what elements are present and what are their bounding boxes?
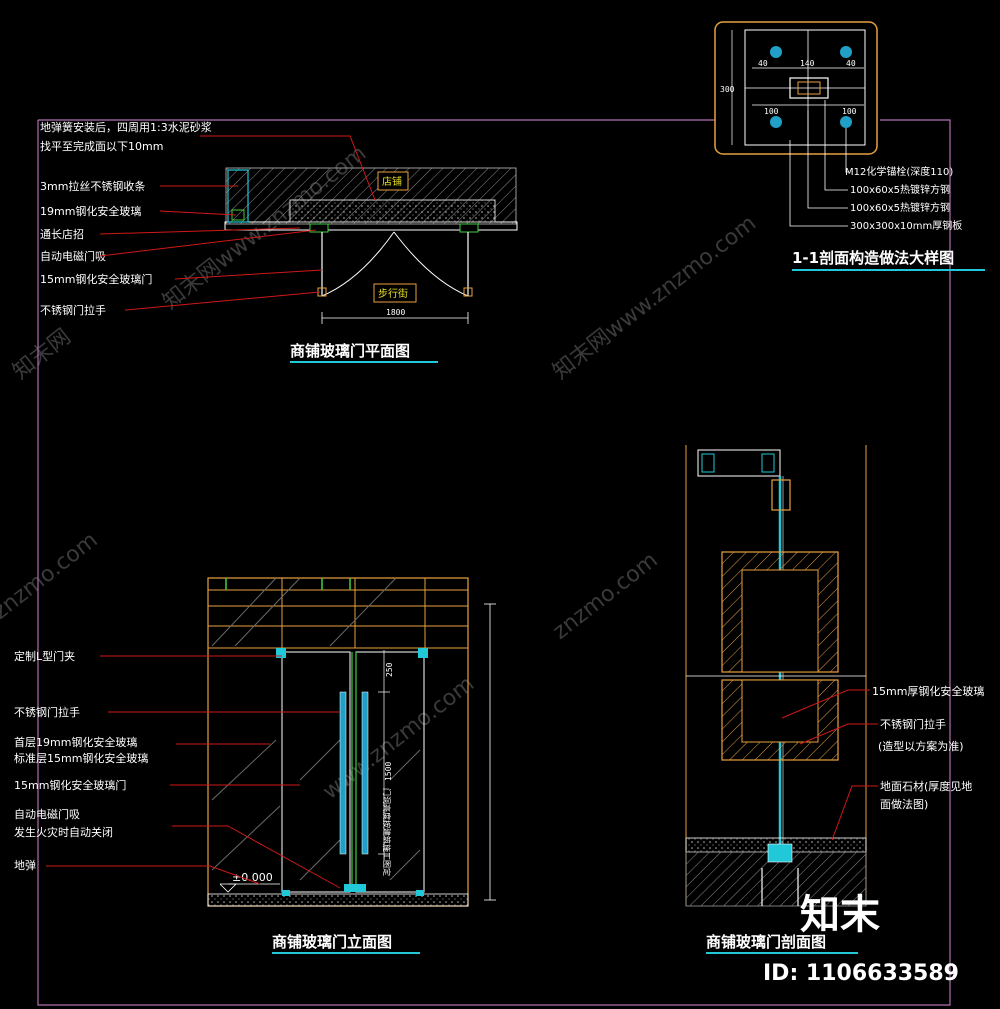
plan-label: 通长店招 [40,227,84,241]
plan-walk-tag: 步行街 [378,287,408,300]
plan-shop-tag: 店铺 [382,175,402,188]
elevation-level: ±0.000 [232,871,273,884]
plan-view: 店铺 步行街 1800 地弹簧安装后，四周用1:3水泥砂浆 找平至完成面以下10… [40,120,518,363]
detail-dim: 40 [758,59,768,68]
elevation-label: 定制L型门夹 [14,649,75,663]
section-view: 15mm厚钢化安全玻璃 不锈钢门拉手 (造型以方案为准) 地面石材(厚度见地 面… [685,445,984,954]
watermark-text: znzmo.com [0,528,103,625]
elevation-label: 自动电磁门吸 [14,807,80,821]
detail-label: 100x60x5热镀锌方钢 [850,201,950,214]
detail-label: 100x60x5热镀锌方钢 [850,183,950,196]
plan-label: 3mm拉丝不锈钢收条 [40,179,145,193]
watermark-text: 知末网www.znzmo.com [158,141,371,315]
elevation-label: 标准层15mm钢化安全玻璃 [14,751,148,765]
plan-title: 商铺玻璃门平面图 [290,342,410,360]
elevation-title: 商铺玻璃门立面图 [272,933,392,951]
watermark-layer: znzmo.com 知末网www.znzmo.com 知末网www.znzmo.… [0,141,761,805]
plan-label: 15mm钢化安全玻璃门 [40,272,152,286]
elevation-label: 不锈钢门拉手 [14,705,80,719]
elevation-dim-top: 250 [385,662,394,677]
watermark-text: 知末网www.znzmo.com [548,211,761,385]
detail-dim: 40 [846,59,856,68]
section-title: 商铺玻璃门剖面图 [706,933,826,951]
plan-label: 地弹簧安装后，四周用1:3水泥砂浆 [40,120,212,134]
plan-label: 不锈钢门拉手 [40,303,106,317]
detail-dim: 140 [800,59,815,68]
brand-logo: 知末 [800,892,880,938]
section-label: (造型以方案为准) [878,739,964,753]
detail-view: 40 140 40 100 100 300 M12化学锚栓(深度110) 100… [714,21,985,271]
detail-label: M12化学锚栓(深度110) [845,165,953,178]
section-label: 面做法图) [880,797,928,811]
watermark-text: 知末网 [8,324,75,384]
elevation-label: 首层19mm钢化安全玻璃 [14,735,137,749]
detail-label: 300x300x10mm厚钢板 [850,219,962,232]
image-id: ID: 1106633589 [763,961,959,986]
elevation-label: 15mm钢化安全玻璃门 [14,778,126,792]
plan-label: 找平至完成面以下10mm [40,139,163,153]
plan-label: 19mm钢化安全玻璃 [40,204,141,218]
elevation-label: 地弹 [14,858,36,872]
detail-title: 1-1剖面构造做法大样图 [792,249,954,267]
section-label: 不锈钢门拉手 [880,717,946,731]
elevation-label: 发生火灾时自动关闭 [14,825,113,839]
detail-dim: 100 [842,107,857,116]
elevation-dim-mid: 1500 [384,762,393,781]
elevation-view: 250 1500 门洞高度按建筑施工图定 ±0.000 定制L型门夹 不锈钢门拉… [14,577,496,954]
elevation-dim-side: 门洞高度按建筑施工图定 [382,788,392,876]
section-label: 15mm厚钢化安全玻璃 [872,684,984,698]
sheet-frame [37,119,951,1006]
section-label: 地面石材(厚度见地 [880,779,972,793]
brand-overlay: 知末 ID: 1106633589 [763,892,959,986]
detail-dim: 300 [720,85,735,94]
watermark-text: znzmo.com [548,548,662,645]
plan-dim-width: 1800 [386,308,405,317]
plan-label: 自动电磁门吸 [40,249,106,263]
detail-dim: 100 [764,107,779,116]
